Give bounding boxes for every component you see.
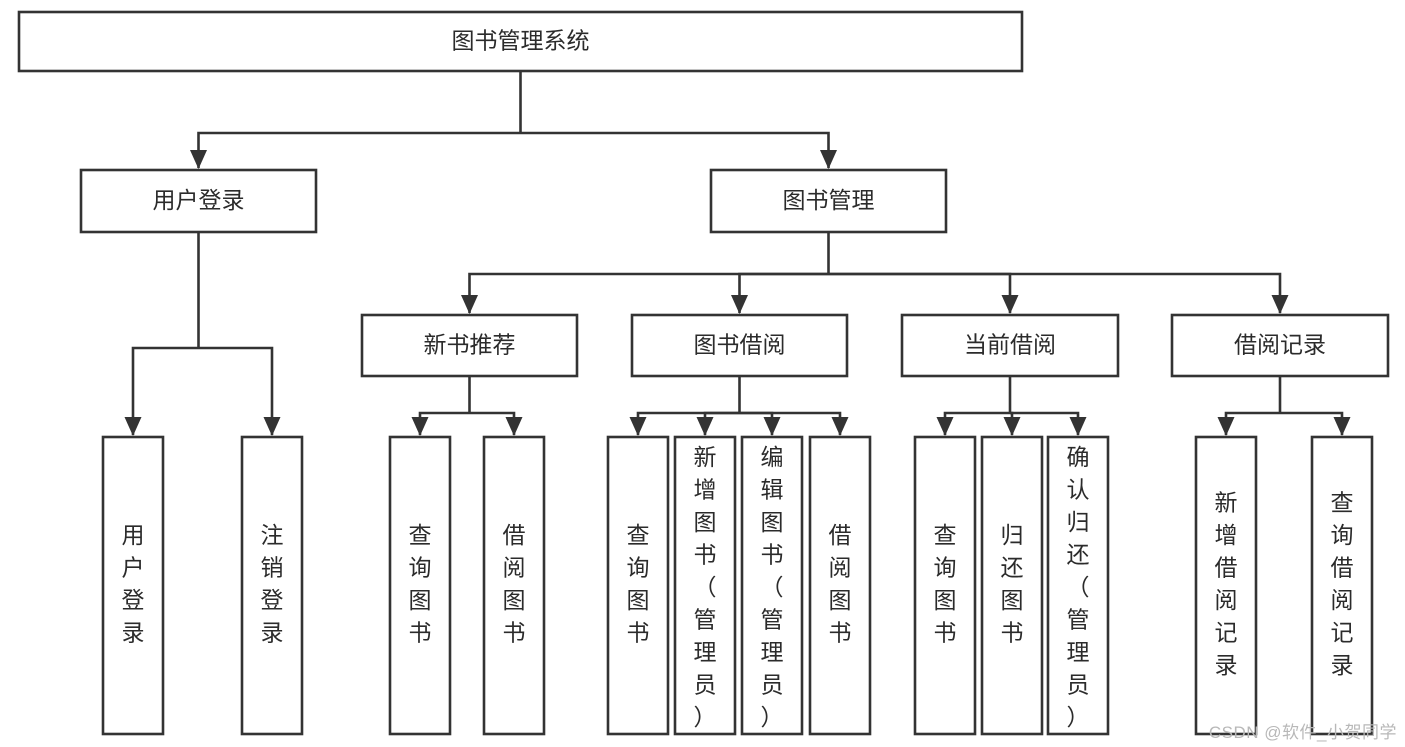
node-book-manage[interactable]: 图书管理 — [709, 168, 948, 234]
connector-bookmanage-to-book-borrow — [738, 272, 829, 313]
arrow-to-new-book-rec — [461, 295, 478, 314]
node-box-leaf-return-book — [980, 435, 1044, 736]
node-leaf-add-book[interactable]: 新增图书（管理员） — [673, 435, 737, 736]
node-label-leaf-logout: 注销登录 — [261, 522, 284, 646]
node-box-leaf-borrow-book-bor — [808, 435, 872, 736]
connector-root-to-user-login — [197, 131, 521, 168]
arrow-to-leaf-query-book-cur — [936, 417, 954, 436]
arrow-to-user-login — [190, 150, 207, 169]
node-label-leaf-query-book-rec: 查询图书 — [409, 522, 432, 646]
node-leaf-borrow-book-rec[interactable]: 借阅图书 — [482, 435, 546, 736]
node-box-leaf-confirm-return — [1046, 435, 1110, 736]
node-box-leaf-query-book-rec — [388, 435, 452, 736]
connector-new-book-rec-to-leaf-borrow-book-rec — [469, 411, 516, 435]
node-user-login[interactable]: 用户登录 — [79, 168, 318, 234]
node-label-book-manage: 图书管理 — [783, 187, 875, 213]
connector-root-to-book-manage — [520, 131, 830, 168]
connector-bookmanage-to-new-book-rec — [468, 272, 829, 313]
node-label-leaf-confirm-return: 确认归还（管理员） — [1067, 444, 1090, 730]
connector-borrow-record-to-leaf-query-record — [1280, 411, 1344, 435]
node-box-new-book-rec — [360, 313, 579, 378]
node-label-leaf-edit-book: 编辑图书（管理员） — [761, 444, 784, 730]
node-leaf-borrow-book-bor[interactable]: 借阅图书 — [808, 435, 872, 736]
arrow-to-leaf-query-record — [1333, 417, 1351, 436]
arrow-to-book-manage — [820, 150, 837, 169]
node-root[interactable]: 图书管理系统 — [17, 10, 1024, 73]
node-box-leaf-user-login — [101, 435, 165, 736]
node-label-book-borrow: 图书借阅 — [694, 332, 786, 358]
connector-current-borrow-to-leaf-confirm-return — [1010, 411, 1080, 435]
node-label-leaf-add-book: 新增图书（管理员） — [694, 444, 717, 730]
node-leaf-return-book[interactable]: 归还图书 — [980, 435, 1044, 736]
arrow-to-leaf-user-login — [124, 417, 142, 436]
arrow-to-leaf-query-book-rec — [411, 417, 429, 436]
node-box-root — [17, 10, 1024, 73]
node-leaf-add-record[interactable]: 新增借阅记录 — [1194, 435, 1258, 736]
arrow-to-leaf-confirm-return — [1069, 417, 1087, 436]
arrow-to-current-borrow — [1001, 295, 1019, 314]
node-leaf-logout[interactable]: 注销登录 — [240, 435, 304, 736]
node-label-leaf-query-book-bor: 查询图书 — [627, 522, 650, 646]
node-new-book-rec[interactable]: 新书推荐 — [360, 313, 579, 378]
arrow-to-leaf-add-book — [696, 417, 714, 436]
node-box-leaf-add-record — [1194, 435, 1258, 736]
node-book-borrow[interactable]: 图书借阅 — [630, 313, 849, 378]
connector-current-borrow-to-leaf-query-book-cur — [943, 411, 1010, 435]
connector-user-login-to-leaf-logout — [198, 346, 274, 435]
node-leaf-query-book-cur[interactable]: 查询图书 — [913, 435, 977, 736]
connector-bookmanage-to-borrow-record — [828, 272, 1282, 313]
node-box-leaf-query-record — [1310, 435, 1374, 736]
node-label-leaf-user-login: 用户登录 — [122, 522, 145, 646]
node-box-leaf-logout — [240, 435, 304, 736]
watermark-text: CSDN @软件_小贺同学 — [1208, 723, 1397, 742]
connector-borrow-record-to-leaf-add-record — [1224, 411, 1280, 435]
arrow-to-leaf-return-book — [1003, 417, 1021, 436]
node-label-root: 图书管理系统 — [452, 28, 590, 54]
connector-bookmanage-to-current-borrow — [828, 272, 1012, 313]
node-box-leaf-query-book-cur — [913, 435, 977, 736]
connector-new-book-rec-to-leaf-query-book-rec — [418, 411, 470, 435]
arrow-to-leaf-query-book-bor — [629, 417, 647, 436]
node-box-book-manage — [709, 168, 948, 234]
connector-user-login-to-leaf-user-login — [131, 346, 199, 435]
node-label-leaf-return-book: 归还图书 — [1001, 522, 1024, 646]
node-label-leaf-add-record: 新增借阅记录 — [1215, 489, 1238, 678]
node-current-borrow[interactable]: 当前借阅 — [900, 313, 1120, 378]
node-label-leaf-query-book-cur: 查询图书 — [934, 522, 957, 646]
node-box-user-login — [79, 168, 318, 234]
node-label-new-book-rec: 新书推荐 — [424, 332, 516, 358]
node-leaf-query-book-bor[interactable]: 查询图书 — [606, 435, 670, 736]
arrow-to-borrow-record — [1271, 295, 1289, 314]
node-label-leaf-query-record: 查询借阅记录 — [1331, 489, 1354, 678]
node-label-leaf-borrow-book-bor: 借阅图书 — [829, 522, 852, 646]
connector-book-borrow-to-leaf-query-book-bor — [636, 411, 740, 435]
node-box-leaf-edit-book — [740, 435, 804, 736]
node-box-leaf-add-book — [673, 435, 737, 736]
node-box-borrow-record — [1170, 313, 1390, 378]
node-box-current-borrow — [900, 313, 1120, 378]
arrow-to-leaf-borrow-book-bor — [831, 417, 849, 436]
node-leaf-user-login[interactable]: 用户登录 — [101, 435, 165, 736]
node-label-borrow-record: 借阅记录 — [1234, 332, 1326, 358]
node-label-leaf-borrow-book-rec: 借阅图书 — [503, 522, 526, 646]
node-borrow-record[interactable]: 借阅记录 — [1170, 313, 1390, 378]
connector-book-borrow-to-leaf-borrow-book-bor — [739, 411, 842, 435]
node-box-leaf-borrow-book-rec — [482, 435, 546, 736]
node-leaf-query-record[interactable]: 查询借阅记录 — [1310, 435, 1374, 736]
connector-layer — [124, 71, 1351, 436]
node-box-leaf-query-book-bor — [606, 435, 670, 736]
node-label-current-borrow: 当前借阅 — [964, 332, 1056, 358]
arrow-to-leaf-add-record — [1217, 417, 1235, 436]
arrow-to-leaf-borrow-book-rec — [505, 417, 523, 436]
node-leaf-confirm-return[interactable]: 确认归还（管理员） — [1046, 435, 1110, 736]
node-leaf-query-book-rec[interactable]: 查询图书 — [388, 435, 452, 736]
node-box-book-borrow — [630, 313, 849, 378]
node-layer: 图书管理系统用户登录图书管理新书推荐图书借阅当前借阅借阅记录用户登录注销登录查询… — [17, 10, 1390, 736]
arrow-to-leaf-edit-book — [763, 417, 781, 436]
arrow-to-leaf-logout — [263, 417, 281, 436]
node-label-user-login: 用户登录 — [153, 187, 245, 213]
node-leaf-edit-book[interactable]: 编辑图书（管理员） — [740, 435, 804, 736]
arrow-to-book-borrow — [731, 295, 748, 314]
